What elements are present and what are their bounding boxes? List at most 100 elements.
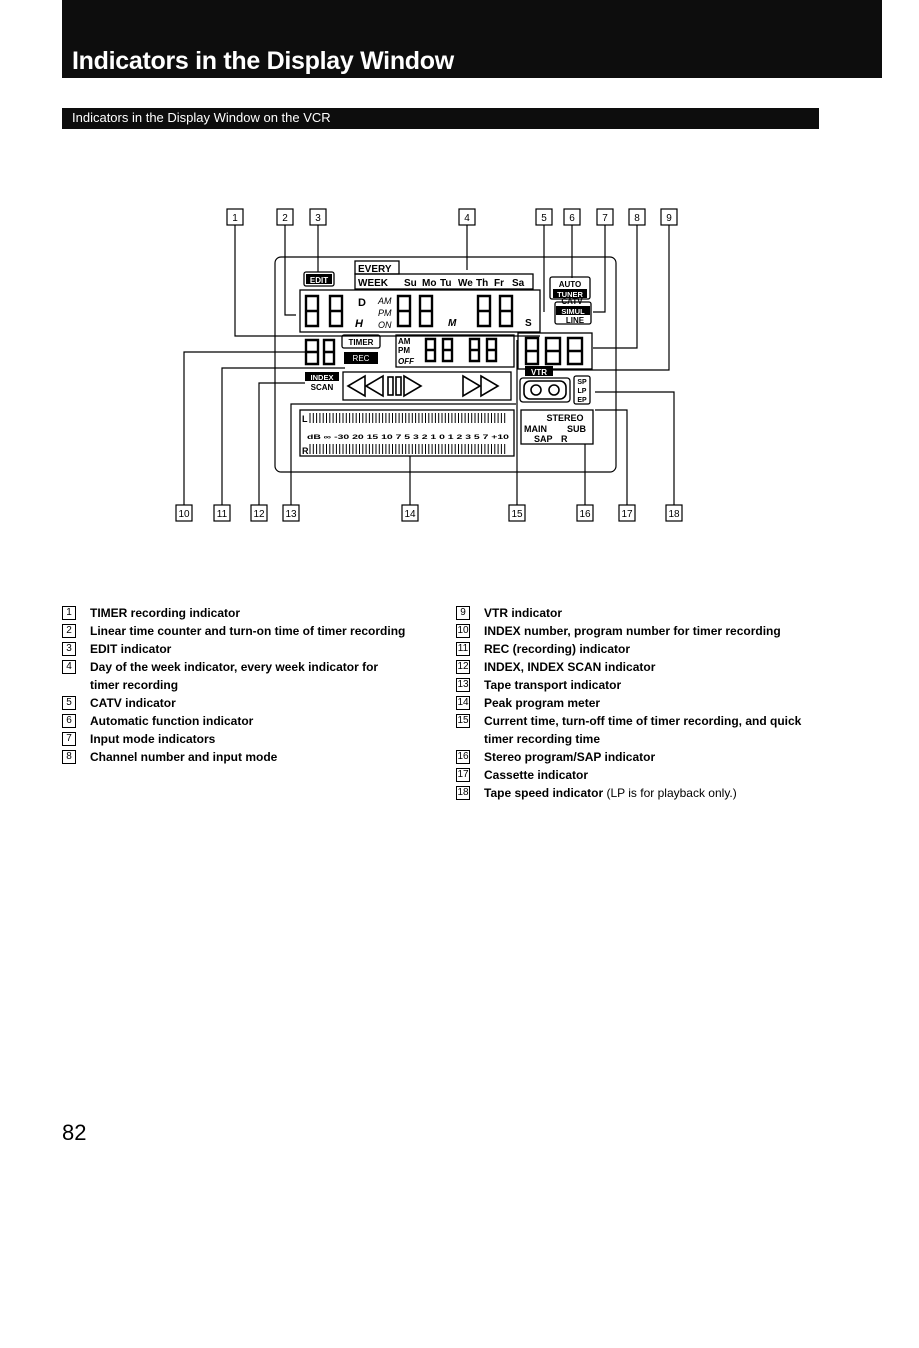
stereo-r-label: R: [561, 434, 568, 444]
callout-15: 15: [508, 504, 526, 522]
channel-digit: [544, 336, 562, 366]
on-label: ON: [378, 320, 392, 330]
legend-text: Linear time counter and turn-on time of …: [90, 624, 406, 638]
sap-label: SAP: [534, 434, 553, 444]
legend-number: 7: [62, 732, 76, 746]
callout-17: 17: [618, 504, 636, 522]
callout-7: 7: [596, 208, 614, 226]
callout-4-label: 4: [464, 213, 470, 224]
legend-number: 12: [456, 660, 470, 674]
day-mo: Mo: [422, 278, 436, 289]
sub-label: SUB: [567, 424, 587, 434]
cassette-icon: [523, 380, 567, 400]
title-bar: Indicators in the Display Window: [62, 0, 882, 78]
callout-12-label: 12: [253, 509, 265, 520]
day-sa: Sa: [512, 278, 525, 289]
meter-r-label: R: [302, 446, 309, 456]
channel-digit: [566, 336, 584, 366]
legend-number: 8: [62, 750, 76, 764]
callout-10: 10: [175, 504, 193, 522]
legend-number: 17: [456, 768, 470, 782]
pm-label: PM: [378, 308, 392, 318]
section-title: Indicators in the Display Window on the …: [72, 110, 331, 125]
tuner-label: TUNER: [557, 290, 583, 299]
timer-label: TIMER: [349, 338, 374, 347]
counter-digit: [396, 294, 412, 328]
legend-number: 10: [456, 624, 470, 638]
callout-8: 8: [628, 208, 646, 226]
tape-transport-icon: [346, 374, 500, 398]
current-time-box: [395, 334, 515, 368]
catv-label: CATV: [561, 297, 583, 306]
meter-l-label: L: [302, 414, 308, 424]
m-label: M: [448, 318, 457, 329]
auto-tuner-box: [549, 276, 591, 300]
pm2-label: PM: [398, 346, 410, 355]
legend-text: CATV indicator: [90, 696, 176, 710]
callout-9-label: 9: [666, 213, 672, 224]
callout-1-label: 1: [232, 213, 238, 224]
legend-text: Cassette indicator: [484, 768, 589, 782]
legend-text: Stereo program/SAP indicator: [484, 750, 656, 764]
channel-digit: [524, 336, 540, 366]
time-display-box: [299, 289, 541, 333]
counter-digit: [476, 294, 492, 328]
legend-number: 4: [62, 660, 76, 674]
tape-speed-box: [573, 375, 591, 405]
d-label: D: [358, 297, 366, 309]
day-fr: Fr: [494, 278, 504, 289]
index-label: INDEX: [311, 373, 334, 382]
legend-item-17: 17 Cassette indicator: [456, 766, 816, 784]
callout-13-label: 13: [285, 509, 297, 520]
leader-line-11: [221, 367, 345, 505]
channel-box: [517, 332, 593, 370]
leader-line-18: [595, 391, 675, 505]
scan-label: SCAN: [311, 383, 334, 392]
section-bar: Indicators in the Display Window on the …: [62, 108, 819, 129]
legend-item-8: 8 Channel number and input mode: [62, 748, 407, 766]
legend-text: TIMER recording indicator: [90, 606, 241, 620]
legend-number: 1: [62, 606, 76, 620]
clock-digit: [441, 337, 454, 363]
legend-number: 14: [456, 696, 470, 710]
callout-17-label: 17: [621, 509, 633, 520]
leader-line-10: [183, 351, 305, 505]
s-label: S: [525, 318, 532, 329]
day-we: We: [458, 278, 473, 289]
leader-line-7: [593, 225, 606, 313]
am2-label: AM: [398, 337, 411, 346]
legend-text: Channel number and input mode: [90, 750, 278, 764]
callout-3: 3: [309, 208, 327, 226]
callout-11: 11: [213, 504, 231, 522]
meter-box: [299, 409, 515, 457]
callout-3-label: 3: [315, 213, 321, 224]
counter-digit: [418, 294, 434, 328]
legend-text: Day of the week indicator, every week in…: [90, 660, 379, 692]
leader-line-12: [258, 382, 305, 505]
legend-text: VTR indicator: [484, 606, 563, 620]
callout-16: 16: [576, 504, 594, 522]
counter-digit: [498, 294, 514, 328]
vtr-label: VTR: [531, 368, 547, 377]
week-indicator-box: [354, 273, 534, 290]
callout-16-label: 16: [579, 509, 591, 520]
counter-digit: [304, 294, 320, 328]
legend-number: 13: [456, 678, 470, 692]
index-digit: [322, 338, 336, 366]
stereo-label: STEREO: [546, 413, 583, 423]
legend-number: 18: [456, 786, 470, 800]
legend-item-4: 4 Day of the week indicator, every week i…: [62, 658, 407, 694]
display-frame: [274, 256, 617, 473]
callout-9: 9: [660, 208, 678, 226]
legend-item-1: 1 TIMER recording indicator: [62, 604, 407, 622]
